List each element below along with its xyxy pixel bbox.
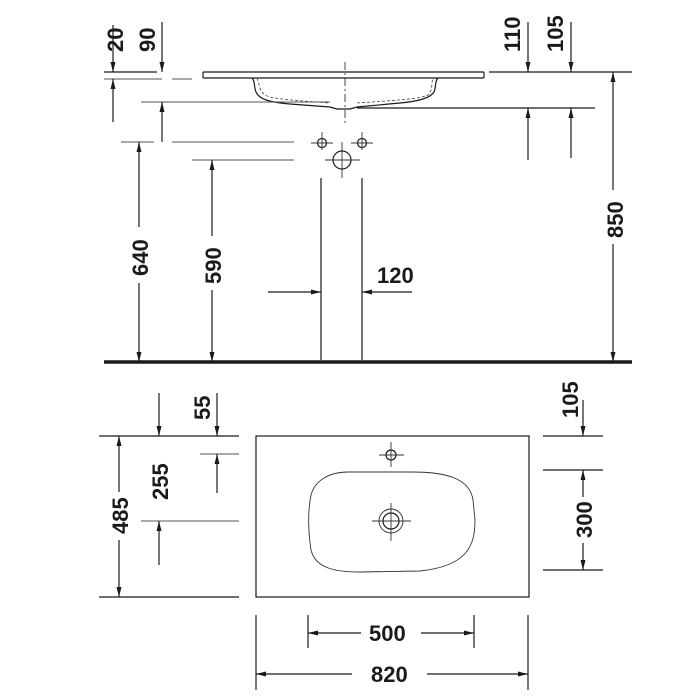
basin-side-profile (202, 62, 485, 125)
dim-300: 300 (572, 501, 597, 538)
basin-plan-outline (255, 435, 530, 598)
waste-outlet-crosshair-icon (325, 142, 360, 178)
dim-20: 20 (103, 28, 128, 52)
dim-110: 110 (500, 17, 525, 53)
dim-55: 55 (190, 396, 215, 420)
dim-850: 850 (603, 201, 628, 238)
dim-500: 500 (369, 621, 406, 646)
waste-outlet-crosshair-icon (372, 503, 411, 541)
side-view: 20 90 110 105 640 590 (103, 15, 632, 364)
tap-hole-crosshair-icon (311, 132, 373, 150)
dim-120: 120 (377, 263, 414, 288)
dim-485: 485 (108, 497, 133, 534)
dim-105-top: 105 (543, 15, 568, 52)
dim-590: 590 (201, 247, 226, 284)
dim-105-plan: 105 (558, 381, 583, 418)
tap-hole-crosshair-icon (379, 442, 404, 467)
dim-820: 820 (371, 662, 408, 687)
dim-640: 640 (128, 239, 153, 276)
dim-255: 255 (148, 463, 173, 500)
dim-90: 90 (135, 28, 160, 52)
plan-view: 485 55 255 105 300 500 820 (99, 381, 603, 690)
